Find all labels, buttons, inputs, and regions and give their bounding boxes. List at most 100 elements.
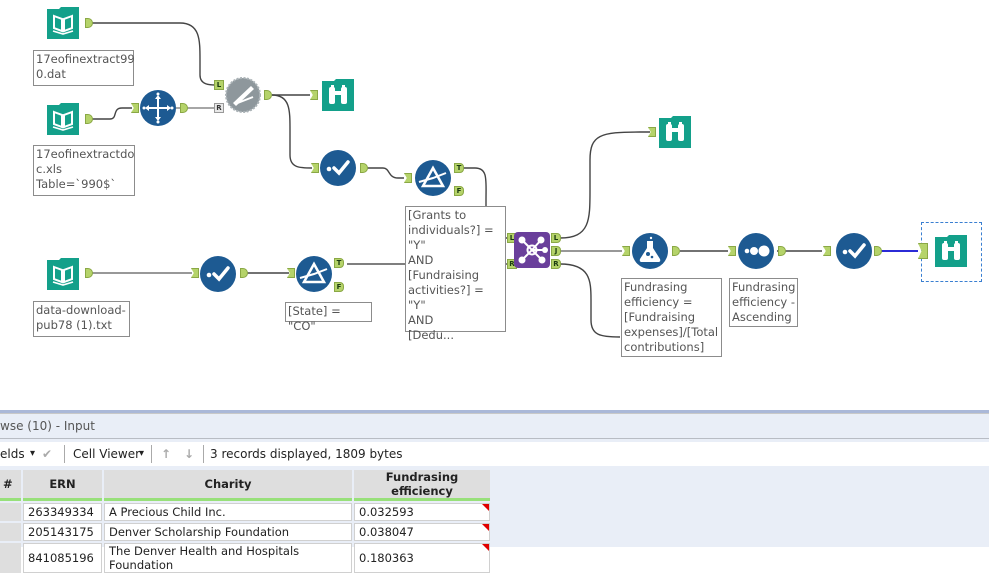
select-tool[interactable]	[140, 90, 176, 126]
right-output-anchor[interactable]: R	[551, 259, 561, 269]
output-anchor[interactable]	[874, 246, 882, 256]
table-row[interactable]: 841085196 The Denver Health and Hospital…	[0, 543, 490, 573]
record-status: 3 records displayed, 1809 bytes	[210, 447, 403, 461]
results-panel: wse (10) - Input elds ▾ ✔ Cell Viewer ▾ …	[0, 410, 989, 573]
check-icon[interactable]: ✔	[42, 447, 53, 461]
results-title: wse (10) - Input	[0, 414, 989, 439]
cell-viewer-button[interactable]: Cell Viewer	[73, 447, 141, 461]
tool-annotation: data-download- pub78 (1).txt	[33, 301, 130, 337]
panel-splitter[interactable]	[0, 410, 989, 413]
row-number	[0, 543, 21, 573]
fields-dropdown-icon[interactable]: ▾	[30, 448, 36, 459]
cell-viewer-dropdown-icon[interactable]: ▾	[139, 448, 145, 459]
cell-efficiency[interactable]: 0.032593	[354, 503, 490, 521]
left-output-anchor[interactable]: L	[551, 233, 561, 243]
results-table: # ERN Charity Fundrasing efficiency 2633…	[0, 468, 492, 575]
book-icon	[47, 258, 79, 290]
output-anchor[interactable]	[180, 103, 188, 113]
cell-efficiency[interactable]: 0.180363	[354, 543, 490, 573]
binoculars-icon	[935, 235, 967, 267]
tool-annotation: 17eofinextractdo c.xls Table=`990$`	[33, 145, 135, 196]
connection-wires	[92, 22, 918, 338]
sort-tool[interactable]	[738, 233, 774, 269]
binoculars-icon	[659, 116, 691, 148]
cell-efficiency-value: 0.180363	[359, 551, 414, 565]
toolbar-divider	[151, 445, 152, 463]
output-anchor[interactable]	[85, 268, 93, 278]
flag-icon	[482, 524, 489, 531]
wire-input2-select	[92, 107, 132, 120]
prism-icon	[296, 256, 332, 292]
true-output-anchor[interactable]: T	[334, 258, 344, 268]
workflow-canvas[interactable]: 17eofinextract99 0.dat 17eofinextractdo …	[0, 0, 989, 410]
column-header-rownum[interactable]: #	[0, 470, 21, 501]
dot-check-icon	[200, 256, 236, 292]
filter-tool[interactable]	[296, 256, 332, 292]
cell-efficiency[interactable]: 0.038047	[354, 523, 490, 541]
input-data-tool[interactable]	[45, 101, 81, 137]
column-header-efficiency[interactable]: Fundrasing efficiency	[354, 470, 490, 501]
union-tool[interactable]	[225, 77, 261, 113]
dot-check-icon	[836, 233, 872, 269]
pencil-seal-icon	[225, 77, 261, 113]
toolbar-divider	[203, 445, 204, 463]
wire-union-autofield2	[271, 94, 313, 169]
column-header-ern[interactable]: ERN	[23, 470, 102, 501]
output-anchor[interactable]	[778, 246, 786, 256]
output-anchor[interactable]	[85, 114, 93, 124]
dot-check-icon	[320, 150, 356, 186]
auto-field-tool[interactable]	[836, 233, 872, 269]
cell-ern[interactable]: 263349334	[23, 503, 102, 521]
cell-ern[interactable]: 205143175	[23, 523, 102, 541]
binoculars-icon	[322, 79, 354, 111]
wire-autofield2-filter2	[364, 167, 404, 179]
output-anchor[interactable]	[360, 163, 368, 173]
cell-charity[interactable]: Denver Scholarship Foundation	[104, 523, 352, 541]
left-input-anchor[interactable]: L	[214, 80, 224, 90]
join-output-anchor[interactable]: J	[551, 246, 561, 256]
browse-tool[interactable]	[320, 77, 356, 113]
filter-tool[interactable]	[415, 160, 451, 196]
toolbar-divider	[64, 445, 65, 463]
arrow-down-icon[interactable]: ↓	[184, 447, 195, 461]
cell-charity[interactable]: The Denver Health and Hospitals Foundati…	[104, 543, 352, 573]
sort-dots-icon	[738, 233, 774, 269]
false-output-anchor[interactable]: F	[454, 186, 464, 196]
row-number	[0, 503, 21, 521]
false-output-anchor[interactable]: F	[334, 282, 344, 292]
join-tool[interactable]	[514, 232, 550, 268]
auto-field-tool[interactable]	[200, 256, 236, 292]
table-row[interactable]: 205143175 Denver Scholarship Foundation …	[0, 523, 490, 541]
output-anchor[interactable]	[264, 90, 272, 100]
wire-joinL-browse2	[559, 131, 650, 239]
wire-joinR-formula	[559, 263, 621, 338]
column-header-charity[interactable]: Charity	[104, 470, 352, 501]
flask-icon	[632, 233, 668, 269]
table-row[interactable]: 263349334 A Precious Child Inc. 0.032593	[0, 503, 490, 521]
fields-button[interactable]: elds	[0, 447, 25, 461]
browse-tool[interactable]	[933, 233, 969, 269]
input-data-tool[interactable]	[45, 5, 81, 41]
prism-icon	[415, 160, 451, 196]
tool-annotation: [State] = "CO"	[285, 302, 372, 333]
input-data-tool[interactable]	[45, 256, 81, 292]
formula-tool[interactable]	[632, 233, 668, 269]
row-number	[0, 523, 21, 541]
true-output-anchor[interactable]: T	[454, 163, 464, 173]
output-anchor[interactable]	[85, 18, 93, 28]
flag-icon	[482, 504, 489, 511]
book-icon	[47, 7, 79, 39]
output-anchor[interactable]	[240, 268, 248, 278]
tool-annotation: Fundrasing efficiency - Ascending	[729, 278, 798, 327]
right-input-anchor[interactable]: R	[214, 103, 224, 113]
auto-field-tool[interactable]	[320, 150, 356, 186]
cell-ern[interactable]: 841085196	[23, 543, 102, 573]
arrow-up-icon[interactable]: ↑	[161, 447, 172, 461]
browse-tool[interactable]	[657, 114, 693, 150]
join-network-icon	[514, 232, 550, 268]
output-anchor[interactable]	[672, 246, 680, 256]
cell-charity[interactable]: A Precious Child Inc.	[104, 503, 352, 521]
tool-annotation: [Grants to individuals?] = "Y" AND [Fund…	[405, 206, 506, 342]
cell-efficiency-value: 0.038047	[359, 525, 414, 539]
book-icon	[47, 103, 79, 135]
